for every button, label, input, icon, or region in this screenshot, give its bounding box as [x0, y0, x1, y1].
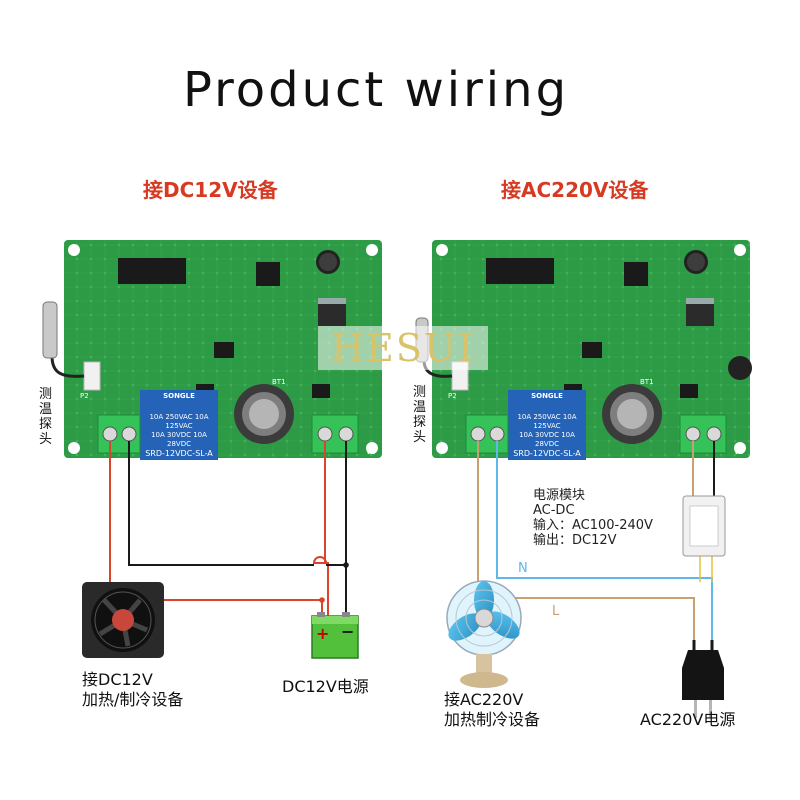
battery-plus: +: [316, 624, 330, 643]
left-controller-board: [64, 240, 382, 460]
dc-device-label-line1: 接DC12V: [82, 670, 153, 689]
dc-battery: [311, 612, 359, 659]
board-mark-p2-right: P2: [448, 392, 457, 400]
temperature-probe-left: [42, 301, 85, 378]
right-controller-board: [432, 240, 752, 460]
relay-brand: SONGLE: [163, 392, 195, 400]
dc-power-label: DC12V电源: [282, 677, 369, 696]
board-mark-v2-left: V2: [366, 448, 376, 456]
left-heading: 接DC12V设备: [143, 178, 278, 202]
right-heading: 接AC220V设备: [501, 178, 649, 202]
ac-dc-power-module: [682, 495, 726, 557]
relay-line2: 10A 30VDC 10A 28VDC: [519, 431, 575, 448]
dc-fan-device: [82, 582, 164, 658]
dc-device-label-line2: 加热/制冷设备: [82, 690, 184, 709]
live-wire-label: L: [552, 604, 560, 619]
ac-device-label-line1: 接AC220V: [444, 690, 524, 709]
ac-power-plug: [682, 640, 724, 718]
relay-brand: SONGLE: [531, 392, 563, 400]
page-title: Product wiring: [182, 62, 570, 118]
board-mark-bt1-left: BT1: [272, 378, 286, 386]
ac-power-label: AC220V电源: [640, 710, 736, 729]
board-mark-v2-right: V2: [734, 448, 744, 456]
ac-device-label: 接AC220V 加热制冷设备: [444, 690, 540, 730]
probe-label-left: 测温探头: [39, 387, 53, 447]
ac-device-label-line2: 加热制冷设备: [444, 710, 541, 729]
psu-info-line1: 电源模块: [533, 488, 586, 503]
battery-minus: −: [341, 622, 355, 641]
neutral-wire-label: N: [518, 561, 528, 576]
psu-info-line4: 输出：DC12V: [533, 533, 617, 548]
psu-info-line3: 输入：AC100-240V: [533, 518, 653, 533]
relay-model: SRD-12VDC-SL-A: [145, 449, 213, 458]
dc-device-label: 接DC12V 加热/制冷设备: [82, 670, 183, 710]
probe-label-right: 测温探头: [413, 385, 427, 445]
relay-model: SRD-12VDC-SL-A: [513, 449, 581, 458]
watermark-logo: HESUI: [331, 326, 475, 370]
right-wiring: [477, 441, 715, 640]
psu-info: 电源模块 AC-DC 输入：AC100-240V 输出：DC12V: [533, 488, 653, 548]
relay-line1: 10A 250VAC 10A 125VAC: [517, 413, 577, 430]
relay-left-text: SONGLE 10A 250VAC 10A 125VAC 10A 30VDC 1…: [142, 392, 216, 458]
watermark-backdrop: [318, 326, 488, 370]
psu-info-line2: AC-DC: [533, 503, 575, 518]
board-mark-bt1-right: BT1: [640, 378, 654, 386]
board-mark-p2-left: P2: [80, 392, 89, 400]
relay-right-text: SONGLE 10A 250VAC 10A 125VAC 10A 30VDC 1…: [510, 392, 584, 458]
ac-desk-fan: [446, 580, 522, 688]
relay-line1: 10A 250VAC 10A 125VAC: [149, 413, 209, 430]
relay-line2: 10A 30VDC 10A 28VDC: [151, 431, 207, 448]
